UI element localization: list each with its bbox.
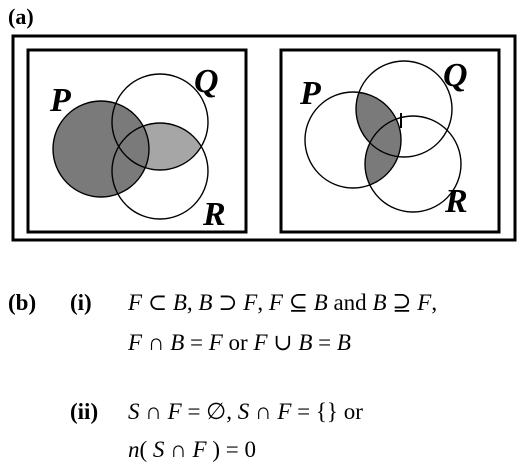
- part-b-ii-line1: S ∩ F = ∅, S ∩ F = {} or: [128, 399, 363, 424]
- venn-left: P Q R: [26, 48, 248, 234]
- part-b-label: (b): [8, 290, 37, 315]
- venn-right: P Q R: [279, 48, 501, 234]
- venn-right-circle-r: [364, 115, 462, 213]
- venn-right-label-q: Q: [443, 57, 468, 94]
- venn-left-region-p-q-r: [112, 123, 149, 170]
- part-b-i-label: (i): [70, 290, 92, 315]
- venn-right-label-r: R: [444, 183, 468, 220]
- venn-left-label-r: R: [202, 196, 226, 233]
- venn-right-region-p-and-r: [365, 116, 401, 188]
- venn-right-circle-p: [304, 91, 402, 189]
- part-a-label: (a): [8, 4, 34, 29]
- venn-right-circle-q: [355, 60, 453, 158]
- venn-left-label-p: P: [49, 82, 71, 119]
- venn-right-label-p: P: [299, 75, 321, 112]
- venn-left-circle-r: [111, 122, 209, 220]
- part-b-ii-line2: n( S ∩ F ) = 0: [128, 437, 256, 462]
- venn-right-region-p-and-q: [356, 92, 401, 157]
- venn-right-universal-set: [279, 48, 501, 234]
- venn-left-universal-set: [26, 48, 248, 234]
- part-b-ii-label: (ii): [70, 399, 99, 424]
- venn-left-region-p: [53, 101, 149, 197]
- venn-left-circle-p: [52, 100, 150, 198]
- outer-frame: [11, 34, 517, 242]
- part-b-i-line2: F ∩ B = F or F ∪ B = B: [128, 330, 351, 355]
- venn-left-label-q: Q: [194, 63, 219, 100]
- venn-left-circle-q: [111, 73, 209, 171]
- part-b-i-line1: F ⊂ B, B ⊃ F, F ⊆ B and B ⊇ F,: [128, 290, 438, 315]
